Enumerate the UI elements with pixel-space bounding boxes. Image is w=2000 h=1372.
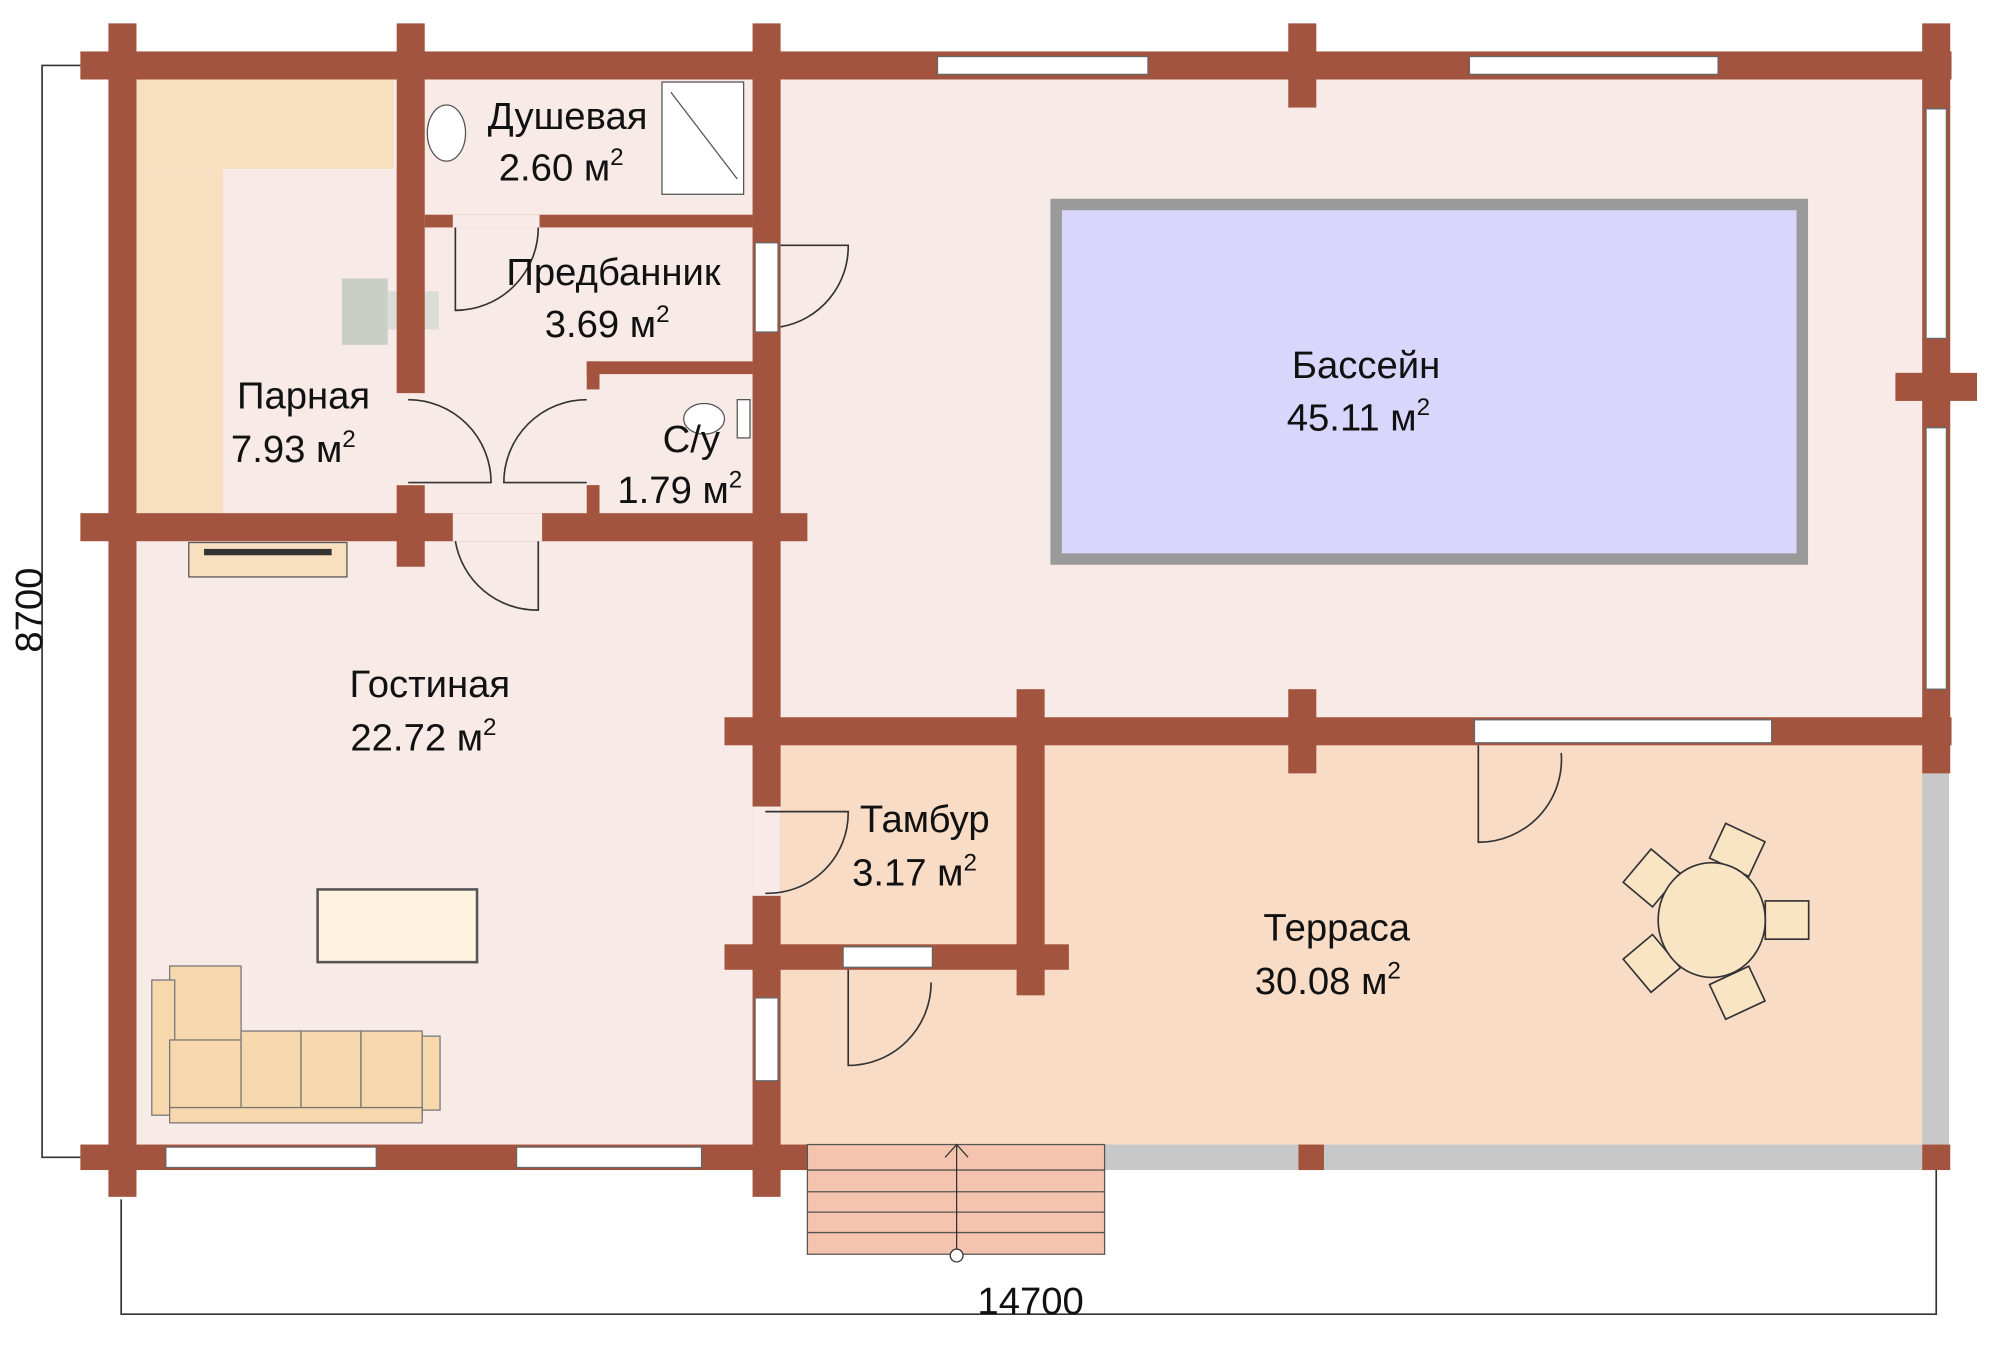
door-terrace-pool[interactable] xyxy=(1477,745,1563,844)
wall xyxy=(1288,23,1317,108)
wall xyxy=(108,23,137,1197)
door-tambur[interactable] xyxy=(765,810,850,895)
entrance-stairs[interactable] xyxy=(806,1143,1106,1263)
room-label-predbannik: Предбанник 3.69 м2 xyxy=(506,251,720,346)
svg-text:45.11 м2: 45.11 м2 xyxy=(1287,394,1430,439)
room-label-living: Гостиная 22.72 м2 xyxy=(350,663,511,760)
terrace-floor-lower xyxy=(780,969,1023,1145)
door-wc[interactable] xyxy=(502,398,587,484)
sauna-bench-top xyxy=(136,79,395,169)
wall xyxy=(1298,1144,1324,1171)
door-living[interactable] xyxy=(454,541,540,611)
wall xyxy=(586,361,753,375)
svg-text:С/у: С/у xyxy=(663,418,721,461)
svg-text:3.69 м2: 3.69 м2 xyxy=(545,301,670,346)
terrace-rail-bottom xyxy=(1104,1144,1923,1171)
door-opening xyxy=(396,393,601,486)
window[interactable] xyxy=(754,242,779,333)
dimension-line-height xyxy=(41,64,81,1159)
tv xyxy=(204,548,332,556)
window[interactable] xyxy=(1468,55,1719,76)
svg-text:30.08 м2: 30.08 м2 xyxy=(1255,958,1401,1003)
dimension-height: 8700 xyxy=(8,568,51,653)
door-opening xyxy=(752,806,781,896)
dimension-line-width xyxy=(120,1170,1938,1316)
wall xyxy=(586,361,600,390)
door-terrace-tambur[interactable] xyxy=(847,969,932,1067)
wall xyxy=(586,478,600,517)
door-opening xyxy=(452,214,540,228)
door-parnaya[interactable] xyxy=(408,398,492,484)
window[interactable] xyxy=(1473,719,1773,744)
window[interactable] xyxy=(936,55,1149,76)
door-opening xyxy=(452,513,543,542)
svg-text:3.17 м2: 3.17 м2 xyxy=(852,849,977,894)
room-label-pool: Бассейн 45.11 м2 xyxy=(1287,344,1440,439)
room-label-tambur: Тамбур 3.17 м2 xyxy=(852,798,990,895)
svg-text:1.79 м2: 1.79 м2 xyxy=(617,467,742,512)
wall xyxy=(396,23,425,394)
pool xyxy=(1050,198,1809,565)
svg-text:22.72 м2: 22.72 м2 xyxy=(350,714,496,759)
svg-text:Предбанник: Предбанник xyxy=(506,251,720,294)
svg-text:Бассейн: Бассейн xyxy=(1292,344,1440,387)
sauna-stove xyxy=(341,278,388,345)
window[interactable] xyxy=(842,946,934,968)
dining-set xyxy=(1622,822,1810,1021)
window[interactable] xyxy=(1925,427,1948,690)
terrace-rail-right xyxy=(1922,772,1949,1145)
shower-diagonal xyxy=(670,91,738,180)
washbasin-icon xyxy=(426,104,467,162)
svg-text:Тамбур: Тамбур xyxy=(860,798,990,841)
sofa xyxy=(151,965,441,1124)
dimension-width: 14700 xyxy=(977,1280,1083,1323)
coffee-table xyxy=(316,888,479,964)
sauna-bench-side xyxy=(136,168,224,514)
wall xyxy=(1288,689,1317,774)
svg-text:Терраса: Терраса xyxy=(1263,906,1410,949)
wall xyxy=(1922,1144,1951,1171)
wall xyxy=(1895,372,1978,401)
svg-text:Гостиная: Гостиная xyxy=(350,663,511,706)
svg-text:2.60 м2: 2.60 м2 xyxy=(499,144,624,189)
svg-text:7.93 м2: 7.93 м2 xyxy=(231,426,356,471)
window[interactable] xyxy=(1925,108,1948,340)
window[interactable] xyxy=(165,1146,377,1169)
svg-text:Душевая: Душевая xyxy=(488,95,648,138)
window[interactable] xyxy=(754,997,779,1082)
room-label-dushevaya: Душевая 2.60 м2 xyxy=(488,95,648,189)
door-pool[interactable] xyxy=(780,244,850,328)
room-label-parnaya: Парная 7.93 м2 xyxy=(231,375,370,472)
toilet-tank xyxy=(736,399,751,439)
wall xyxy=(80,513,808,542)
tv-stand xyxy=(188,541,348,578)
window[interactable] xyxy=(515,1146,703,1169)
room-label-terrace: Терраса 30.08 м2 xyxy=(1255,906,1411,1003)
room-label-wc: С/у 1.79 м2 xyxy=(617,418,742,512)
toilet-icon xyxy=(683,402,726,435)
door-predbannik[interactable] xyxy=(454,227,540,312)
wall xyxy=(396,485,425,567)
shower-tray xyxy=(661,81,745,195)
svg-text:Парная: Парная xyxy=(237,375,370,418)
